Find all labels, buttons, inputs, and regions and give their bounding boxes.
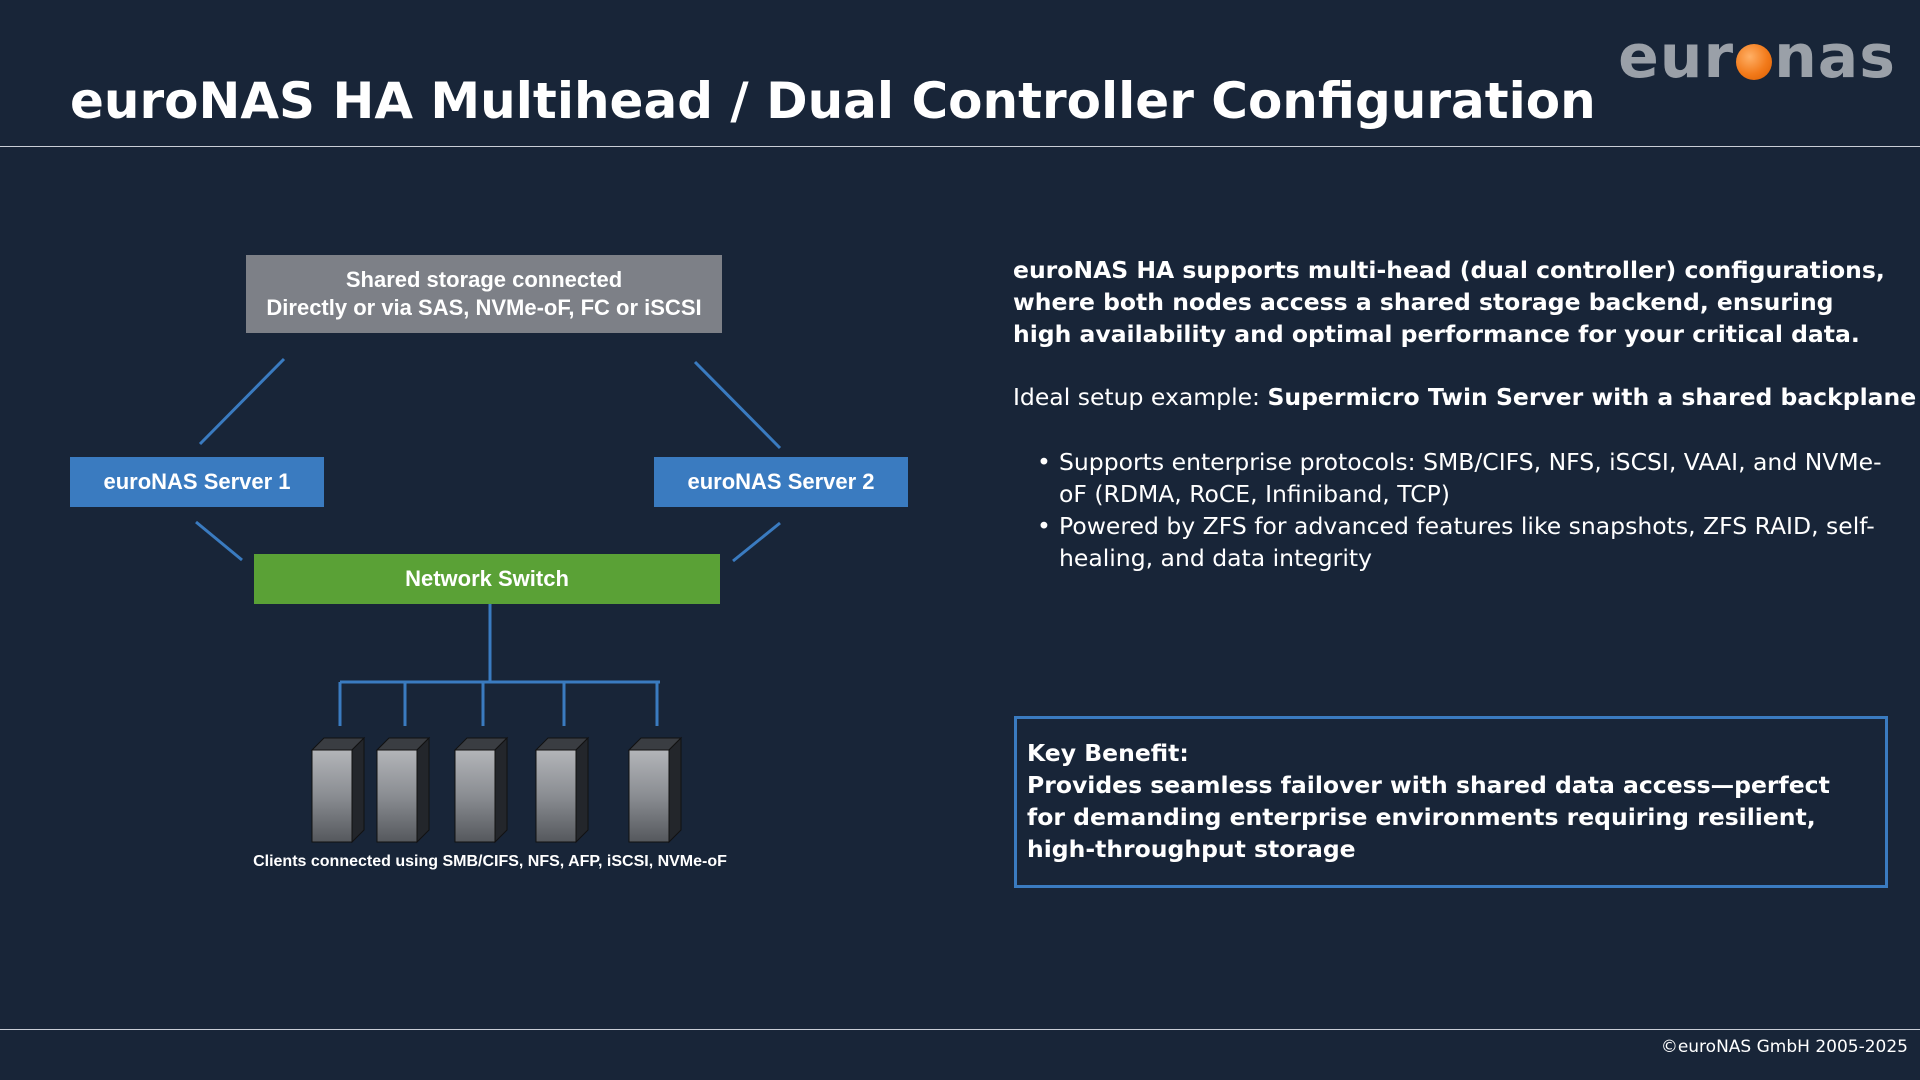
client-computer-icon (534, 736, 590, 844)
ideal-setup-value: Supermicro Twin Server with a shared bac… (1267, 383, 1917, 411)
network-switch-box: Network Switch (254, 554, 720, 604)
shared-storage-line1: Shared storage connected (345, 267, 623, 292)
connector-server1-switch (195, 520, 243, 562)
key-benefit-box: Key Benefit: Provides seamless failover … (1014, 716, 1888, 888)
copyright: ©euroNAS GmbH 2005-2025 (1660, 1037, 1908, 1057)
server1-box: euroNAS Server 1 (70, 457, 324, 507)
shared-storage-box: Shared storage connected Directly or via… (246, 255, 722, 333)
feature-list: Supports enterprise protocols: SMB/CIFS,… (1037, 446, 1897, 574)
ideal-setup: Ideal setup example: Supermicro Twin Ser… (1013, 381, 1917, 413)
client-computer-icon (453, 736, 509, 844)
intro-paragraph: euroNAS HA supports multi-head (dual con… (1013, 256, 1885, 348)
client-computer-icon (627, 736, 683, 844)
client-computer-icon (310, 736, 366, 844)
logo-text-prefix: eur (1618, 22, 1735, 92)
header-divider (0, 146, 1920, 147)
shared-storage-line2: Directly or via SAS, NVMe-oF, FC or iSCS… (266, 295, 702, 320)
connector-server2-switch (732, 521, 781, 563)
logo-orange-dot-icon (1736, 44, 1773, 80)
feature-item: Powered by ZFS for advanced features lik… (1037, 510, 1897, 574)
clients-label: Clients connected using SMB/CIFS, NFS, A… (253, 853, 727, 870)
footer-divider (0, 1029, 1920, 1030)
key-benefit-text: Provides seamless failover with shared d… (1027, 771, 1830, 863)
key-benefit-heading: Key Benefit: (1027, 739, 1189, 767)
ha-diagram: Shared storage connected Directly or via… (0, 0, 1000, 1000)
server2-box: euroNAS Server 2 (654, 457, 908, 507)
connector-storage-server1 (198, 357, 286, 446)
connector-storage-server2 (693, 360, 782, 450)
logo-text-suffix: nas (1774, 22, 1896, 92)
page-title: euroNAS HA Multihead / Dual Controller C… (70, 72, 1596, 130)
feature-item: Supports enterprise protocols: SMB/CIFS,… (1037, 446, 1897, 510)
ideal-setup-label: Ideal setup example: (1013, 383, 1268, 411)
diagram-connectors (195, 357, 782, 844)
client-computer-icon (375, 736, 431, 844)
